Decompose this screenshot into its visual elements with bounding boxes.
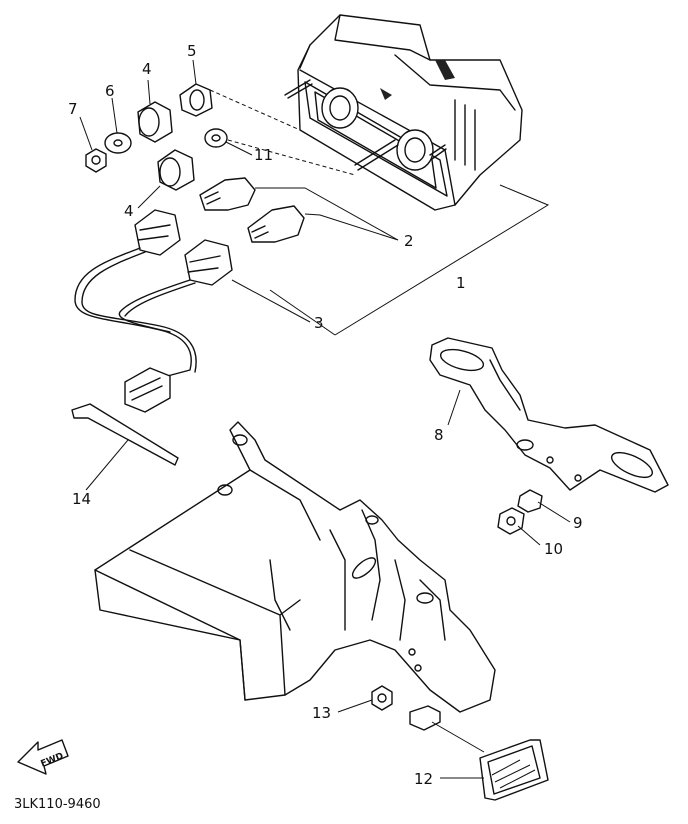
washer-11 — [204, 128, 228, 148]
nut-10 — [497, 507, 525, 535]
callout-4-lower: 4 — [124, 202, 134, 220]
damper-4-lower — [157, 149, 195, 191]
collar-5 — [179, 83, 213, 117]
reflector-12 — [479, 739, 549, 801]
callout-2: 2 — [404, 232, 414, 250]
callout-9: 9 — [573, 514, 583, 532]
callout-14: 14 — [72, 490, 91, 508]
tail-light-housing — [284, 14, 523, 211]
grommet-13 — [371, 685, 393, 711]
callout-13: 13 — [312, 704, 331, 722]
callout-3: 3 — [314, 314, 324, 332]
callout-11: 11 — [254, 146, 273, 164]
washer-6 — [104, 132, 132, 154]
callout-7: 7 — [68, 100, 78, 118]
callout-5: 5 — [187, 42, 197, 60]
callout-1: 1 — [456, 274, 466, 292]
diagram-code: 3LK110-9460 — [14, 797, 101, 812]
bulb-2-upper — [199, 177, 256, 211]
damper-4-upper — [137, 101, 173, 143]
nut-7 — [85, 148, 107, 173]
license-bracket-8 — [429, 337, 669, 493]
callout-12: 12 — [414, 770, 433, 788]
callout-labels: 1 2 3 4 4 5 6 7 8 9 10 11 12 13 14 — [68, 42, 583, 788]
socket-harness-3 — [74, 209, 233, 413]
bulb-2-lower — [247, 205, 305, 243]
bolt-9 — [517, 489, 543, 513]
clip — [409, 705, 441, 731]
forward-direction-arrow: FWD — [17, 739, 69, 775]
cable-tie-14 — [71, 403, 179, 466]
rear-fender-frame — [94, 421, 496, 713]
callout-8: 8 — [434, 426, 444, 444]
callout-4-upper: 4 — [142, 60, 152, 78]
callout-10: 10 — [544, 540, 563, 558]
leader-lines — [79, 59, 571, 779]
callout-6: 6 — [105, 82, 115, 100]
